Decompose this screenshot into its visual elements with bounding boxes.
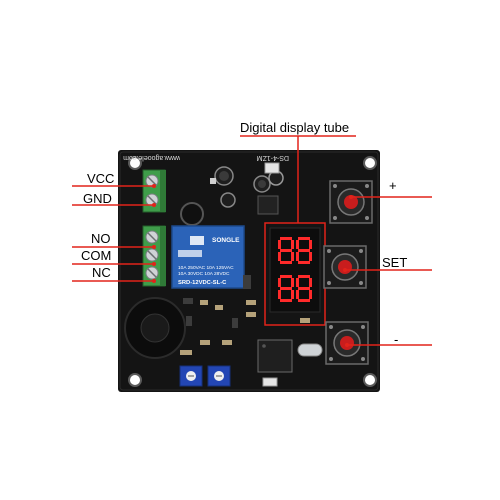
relay: SONGLE 10A 250VAC 10A 125VAC 10A 30VDC 1… xyxy=(171,225,245,289)
gnd-label: GND xyxy=(83,191,112,206)
trimmer-potentiometers xyxy=(179,365,231,387)
callout-lines xyxy=(72,135,432,346)
silkscreen-module-id: DS-4-1ZM xyxy=(257,154,289,161)
smd-components xyxy=(180,275,310,355)
callout-dots xyxy=(152,184,353,347)
mounting-hole xyxy=(363,156,377,170)
no-label: NO xyxy=(91,231,111,246)
mounting-hole xyxy=(128,156,142,170)
microcontroller xyxy=(257,339,293,373)
digital-display-tube-label: Digital display tube xyxy=(240,120,350,135)
power-terminal-block xyxy=(142,169,166,213)
plus-button xyxy=(329,180,373,224)
com-label: COM xyxy=(81,248,112,263)
relay-rating-1: 10A 250VAC 10A 125VAC xyxy=(178,265,234,271)
silkscreen-url: www.agooele.com xyxy=(123,154,181,161)
set-label: SET xyxy=(382,255,408,270)
mounting-hole xyxy=(363,373,377,387)
mounting-hole xyxy=(128,373,142,387)
relay-brand: SONGLE xyxy=(212,237,240,244)
inductor xyxy=(180,202,204,226)
regulator-chip xyxy=(257,195,279,215)
plus-label: + xyxy=(389,178,397,193)
crystal-oscillator xyxy=(297,343,323,357)
vcc-label: VCC xyxy=(87,171,115,186)
relay-rating-2: 10A 30VDC 10A 28VDC xyxy=(178,271,230,277)
capacitors xyxy=(214,166,284,208)
seven-segment-display xyxy=(269,227,321,313)
current-transformer xyxy=(124,297,186,359)
minus-label: - xyxy=(394,332,399,347)
set-button xyxy=(323,245,367,289)
relay-model: SRD-12VDC-SL-C xyxy=(178,280,227,286)
nc-label: NC xyxy=(92,265,111,280)
relay-terminal-block xyxy=(142,225,166,287)
